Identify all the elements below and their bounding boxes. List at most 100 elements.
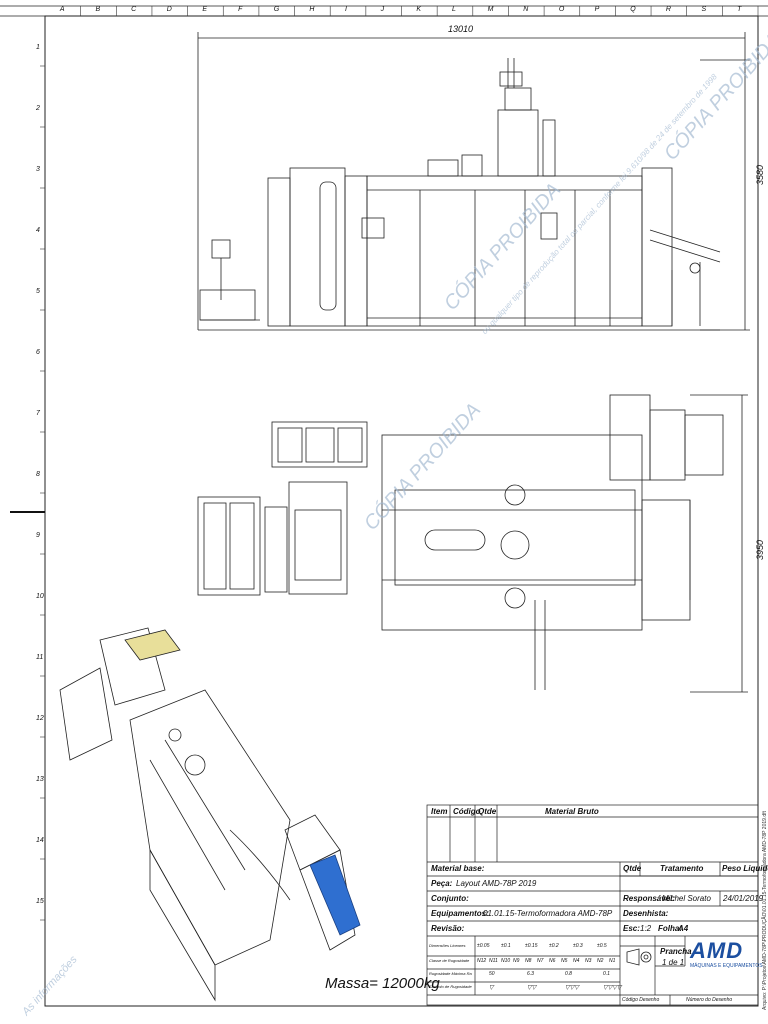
roughness-class: N1 [609,958,616,964]
mass-label: Massa= 12000kg [325,975,440,992]
side-view [197,32,750,331]
tolerance-value: ±0.15 [525,943,538,949]
roughness-symbol-icon: ▽▽ [527,985,537,991]
tb-responsavel-label: Responsável: [623,894,676,903]
tb-qtde-label: Qtde [623,864,642,873]
tolerance-value: ±0.2 [549,943,559,949]
tb-prancha-value: 1 de 1 [662,958,685,967]
roughness-value: 0.8 [565,971,572,977]
roughness-value: 6.3 [527,971,534,977]
plan-view [197,394,748,693]
row-label: 1 [36,44,40,51]
column-label: T [737,6,742,13]
row-label: 3 [36,166,40,173]
tb-folha-label: Folha: [658,924,682,933]
roughness-class: N7 [537,958,544,964]
row-label: 9 [36,532,40,539]
row-label: 12 [36,715,44,722]
column-label: I [345,6,347,13]
row-label: 8 [36,471,40,478]
tb-responsavel-value: Michel Sorato [662,894,711,903]
column-label: J [380,6,385,13]
tolerance-value: ±0.05 [477,943,490,949]
tb-esc-value: 1:2 [640,924,652,933]
roughness-class: N10 [501,958,511,964]
tb-prancha-label: Prancha [660,947,692,956]
roughness-symbol-icon: ▽▽▽ [565,985,579,991]
isometric-view [59,627,361,1002]
column-label: B [95,6,101,13]
roughness-class: N9 [513,958,520,964]
row-label: 2 [36,105,40,112]
roughness-value: 0.1 [603,971,610,977]
column-label: G [273,6,280,13]
tb-qtde-header: Qtde [478,807,497,816]
column-label: P [594,6,600,13]
roughness-class: N11 [489,958,498,964]
roughness-class: N6 [549,958,556,964]
roughness-class: N5 [561,958,568,964]
drawing-frame [44,15,759,1007]
row-label: 5 [36,288,40,295]
tolerance-value: ±0.5 [597,943,607,949]
column-label: K [416,6,421,13]
tb-conjunto-label: Conjunto: [431,894,469,903]
row-label: 4 [36,227,40,234]
row-label: 14 [36,837,44,844]
tolerance-row-label: Dimensões Lineares [429,943,466,948]
row-label: 11 [36,654,44,661]
column-label: O [558,6,565,13]
roughness-class: N3 [585,958,592,964]
tb-codigo-header: Código [453,807,481,816]
roughness-symbol-icon: ▽ [489,985,494,991]
tb-peca-value: Layout AMD-78P 2019 [456,879,537,888]
tolerance-row-label: Classe de Rugosidade [429,958,470,963]
column-label: H [309,6,315,13]
tb-material-bruto-header: Material Bruto [545,807,599,816]
tb-date-value: 24/01/2019 [723,894,764,903]
column-label: A [59,6,65,13]
amd-logo-subtitle: MÁQUINAS E EQUIPAMENTOS [690,963,763,969]
column-label: Q [630,6,636,13]
column-label: D [166,6,172,13]
tb-equipamentos-value: 01.01.15-Termoformadora AMD-78P [483,909,613,918]
row-label: 13 [36,776,44,783]
tb-codigo-desenho-label: Código Desenho [622,997,660,1003]
title-block [426,804,759,1006]
column-label: M [487,6,494,13]
file-path-note: Arquivo: P:\Projetos\AMD-78P\PRODUÇÃO\01… [762,811,768,1010]
roughness-symbol-icon: ▽▽▽▽ [603,985,622,991]
column-label: L [451,6,456,13]
roughness-value: 50 [489,971,495,977]
row-label: 6 [36,349,40,356]
tb-esc-label: Esc: [623,924,640,933]
roughness-class: N12 [477,958,487,964]
column-label: E [202,6,208,13]
tb-desenhista-label: Desenhista: [623,909,669,918]
tolerance-value: ±0.1 [501,943,511,949]
tb-folha-value: A4 [678,924,689,933]
tb-tratamento-label: Tratamento [660,864,704,873]
row-label: 15 [36,898,44,905]
row-label: 7 [36,410,40,417]
tolerance-row-label: Símbolo de Rugosidade [429,984,472,989]
column-label: C [131,6,137,13]
column-label: N [523,6,529,13]
tb-peso-label: Peso Liquido [722,864,768,873]
tolerance-row-label: Rugosidade Máxima Ra [429,971,472,976]
column-label: F [238,6,243,13]
row-label: 10 [36,593,44,600]
dimension-side-height: 3580 [755,164,765,185]
tb-revisao-label: Revisão: [431,924,465,933]
column-label: S [701,6,707,13]
column-label: R [665,6,671,13]
tb-material-base-label: Material base: [431,864,485,873]
amd-logo: AMD [690,938,744,963]
roughness-class: N2 [597,958,604,964]
tb-item-header: Item [431,807,448,816]
tolerance-value: ±0.3 [573,943,583,949]
projection-symbol-icon [626,948,652,966]
roughness-class: N4 [573,958,580,964]
tb-peca-label: Peça: [431,879,453,888]
